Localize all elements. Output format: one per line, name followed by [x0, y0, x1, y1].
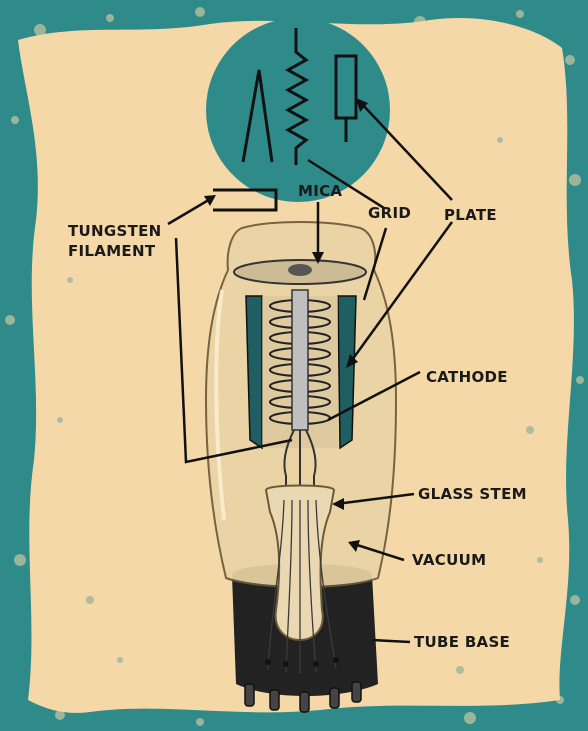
label-glass-stem: GLASS STEM	[418, 485, 527, 504]
label-cathode: CATHODE	[426, 368, 508, 387]
label-tungsten-filament-line2: FILAMENT	[68, 242, 155, 261]
label-tube-base: TUBE BASE	[414, 633, 510, 652]
label-grid: GRID	[368, 204, 411, 223]
label-vacuum: VACUUM	[412, 551, 486, 570]
label-plate: PLATE	[444, 206, 497, 225]
vacuum-tube-icon	[206, 222, 396, 712]
label-tungsten-filament-line1: TUNGSTEN	[68, 222, 162, 241]
label-mica: MICA	[298, 182, 342, 201]
